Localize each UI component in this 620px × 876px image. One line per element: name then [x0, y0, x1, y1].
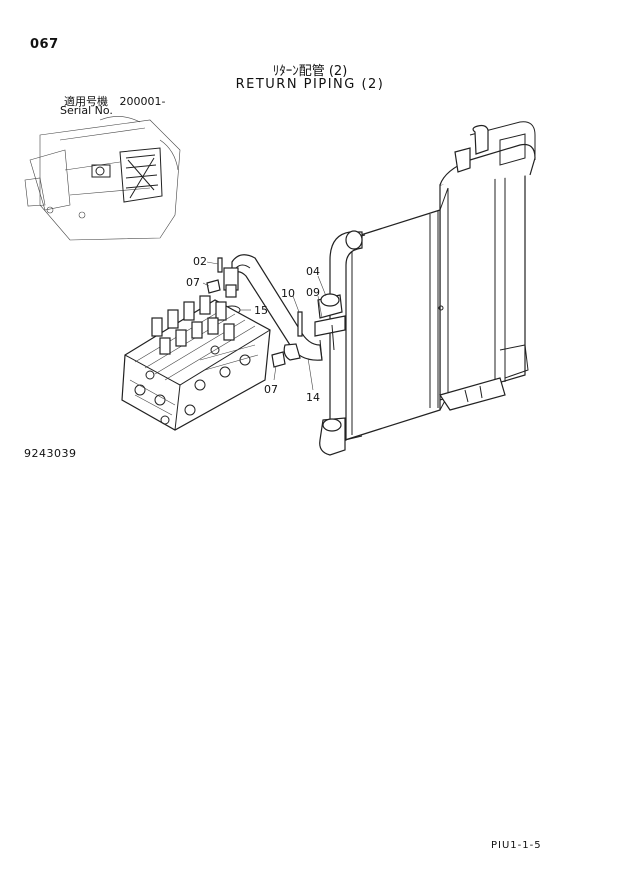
- oil-cooler-radiator: [319, 121, 536, 456]
- callout-09: 09: [306, 286, 320, 299]
- page-title-en: RETURN PIPING (2): [235, 77, 385, 92]
- callout-07-upper: 07: [186, 276, 200, 289]
- callout-14: 14: [306, 391, 320, 404]
- page-code: PIU1-1-5: [491, 840, 542, 851]
- drawing-number: 9243039: [24, 447, 77, 460]
- serial-label-jp: 適用号機: [64, 95, 108, 108]
- serial-applicability: 適用号機 200001-: [64, 93, 165, 109]
- control-valve-block: [121, 295, 271, 431]
- machine-overview-icon: [24, 116, 181, 241]
- serial-value: 200001-: [119, 95, 166, 108]
- callout-15: 15: [254, 304, 268, 317]
- page-number: 067: [30, 37, 59, 52]
- callout-02: 02: [193, 255, 207, 268]
- page-title-jp: ﾘﾀｰﾝ配管 (2): [272, 64, 348, 79]
- return-hose-assembly: [206, 254, 346, 368]
- callout-04: 04: [306, 265, 320, 278]
- callout-07-lower: 07: [264, 383, 278, 396]
- callout-leaders: [202, 261, 327, 391]
- serial-label-en: Serial No.: [60, 104, 113, 117]
- callout-10: 10: [281, 287, 295, 300]
